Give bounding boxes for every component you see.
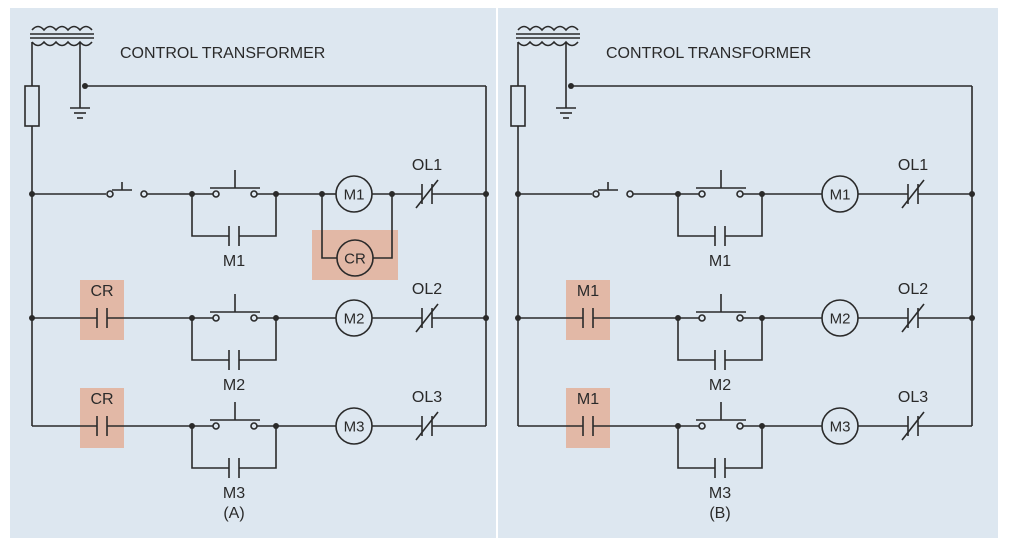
rung-2-b: M1 M2 M2 OL2 (515, 280, 975, 394)
overload-label-ol2: OL2 (412, 281, 442, 298)
holding-contact-1 (191, 194, 277, 246)
panel-caption-b: (B) (709, 505, 730, 522)
rung-3-b: M1 M3 (B) M3 O (518, 388, 972, 522)
transformer-symbol (516, 25, 580, 86)
holding-contact-label-3: M3 (223, 485, 245, 502)
start-pushbutton-2 (696, 294, 746, 322)
holding-contact-label-2: M2 (709, 377, 731, 394)
rung-1-a: M1 M1 CR OL1 (29, 157, 489, 280)
fuse-symbol (24, 85, 40, 127)
coil-label-m3: M3 (344, 419, 365, 436)
panel-divider (496, 8, 498, 538)
start-pushbutton-1 (696, 170, 746, 198)
contact-label-3: M1 (577, 391, 599, 408)
holding-contact-label-1: M1 (223, 253, 245, 270)
highlight-contact-2 (80, 280, 124, 340)
highlight-contact-2 (566, 280, 610, 340)
panel-b: CONTROL TRANSFORMER (510, 25, 975, 522)
contact-label-3: CR (90, 391, 113, 408)
transformer-symbol (30, 25, 94, 86)
holding-contact-label-3: M3 (709, 485, 731, 502)
holding-contact-label-2: M2 (223, 377, 245, 394)
fuse-symbol (510, 85, 526, 127)
overload-label-ol2: OL2 (898, 281, 928, 298)
stop-pushbutton (106, 182, 148, 198)
start-pushbutton-2 (210, 294, 260, 322)
overload-label-ol1: OL1 (412, 157, 442, 174)
start-pushbutton-3 (696, 402, 746, 430)
transformer-title: CONTROL TRANSFORMER (606, 45, 811, 62)
coil-label-m3: M3 (830, 419, 851, 436)
diagram-canvas: CONTROL TRANSFORMER (24, 8, 975, 538)
stop-pushbutton (592, 182, 634, 198)
ground-symbol (70, 86, 90, 119)
start-pushbutton-1 (210, 170, 260, 198)
panel-a: CONTROL TRANSFORMER (24, 25, 489, 522)
ground-symbol (556, 86, 576, 119)
coil-label-m1: M1 (830, 187, 851, 204)
overload-label-ol1: OL1 (898, 157, 928, 174)
highlight-contact-3 (566, 388, 610, 448)
start-pushbutton-3 (210, 402, 260, 430)
rung-3-a: CR M3 (A) M3 O (32, 388, 486, 522)
rung-1-b: M1 M1 OL1 (515, 157, 975, 270)
contact-label-2: M1 (577, 283, 599, 300)
panel-caption-a: (A) (223, 505, 244, 522)
highlight-cr-coil (312, 230, 398, 280)
highlight-contact-3 (80, 388, 124, 448)
overload-label-ol3: OL3 (898, 389, 928, 406)
coil-label-m1: M1 (344, 187, 365, 204)
coil-label-m2: M2 (830, 311, 851, 328)
coil-label-m2: M2 (344, 311, 365, 328)
holding-contact-label-1: M1 (709, 253, 731, 270)
ladder-diagram-figure: CONTROL TRANSFORMER (10, 8, 998, 538)
contact-label-2: CR (90, 283, 113, 300)
rung-2-a: CR M2 M2 OL2 (29, 280, 489, 394)
coil-label-cr: CR (344, 251, 366, 268)
overload-label-ol3: OL3 (412, 389, 442, 406)
transformer-title: CONTROL TRANSFORMER (120, 45, 325, 62)
